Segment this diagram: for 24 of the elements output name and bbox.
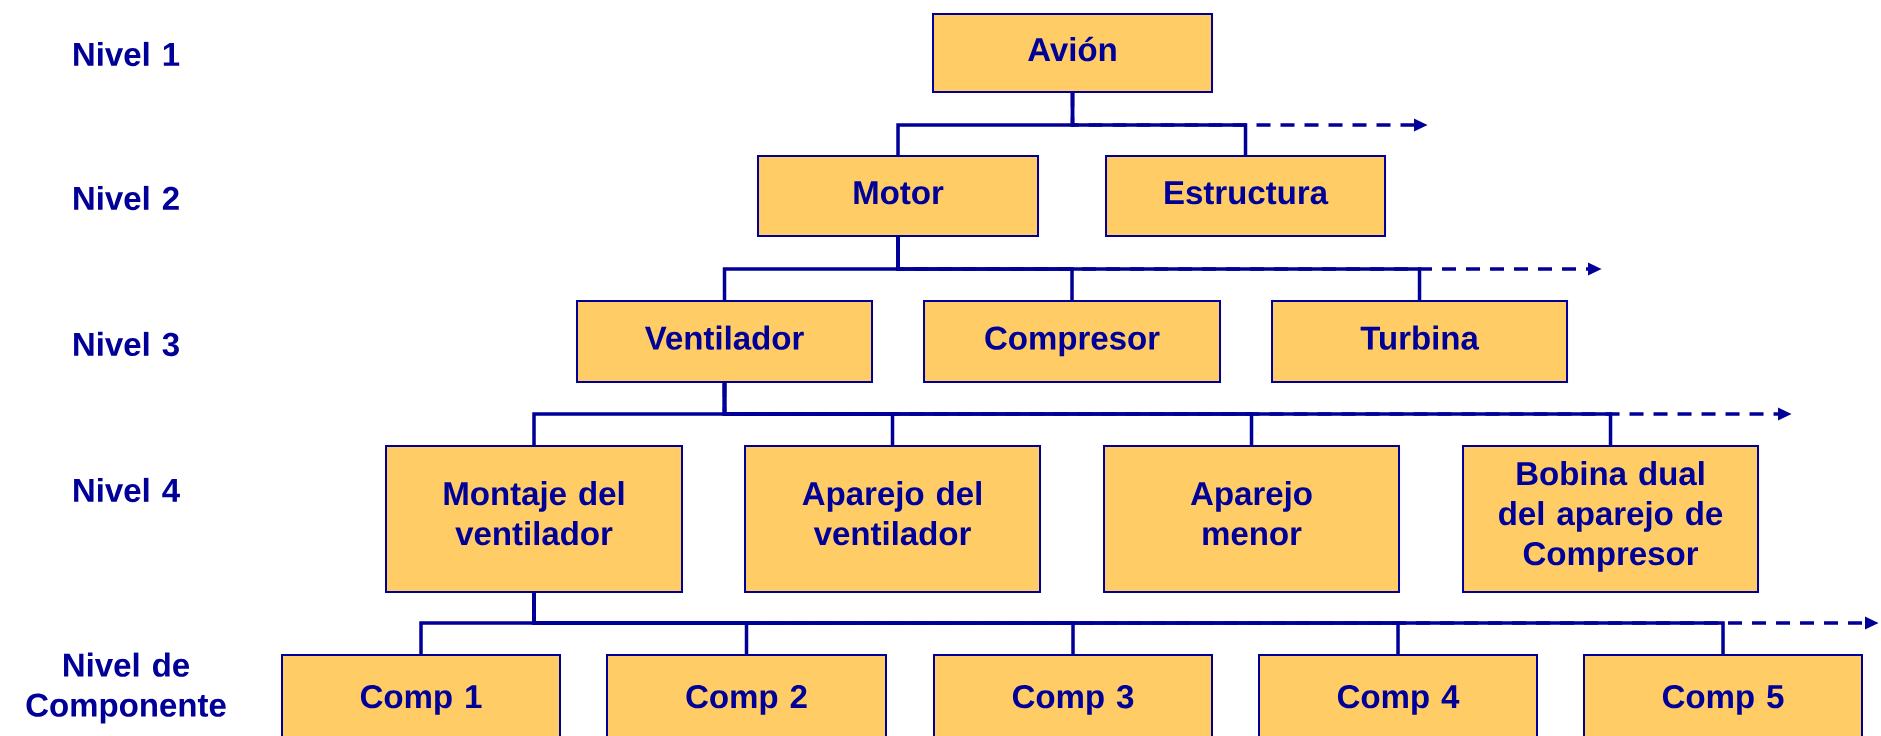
process-box: Estructura <box>1105 155 1386 237</box>
process-box: Avión <box>932 13 1213 93</box>
level-label: Nivel 2 <box>74 185 179 211</box>
process-box: Aparejo del ventilador <box>744 445 1041 593</box>
level-label: Nivel 3 <box>74 331 179 357</box>
process-box: Comp 1 <box>281 654 561 736</box>
process-box: Bobina dual del aparejo de Compresor <box>1462 445 1759 593</box>
process-box: Montaje del ventilador <box>385 445 683 593</box>
process-box: Ventilador <box>576 300 873 383</box>
process-box: Motor <box>757 155 1039 237</box>
process-box: Comp 2 <box>606 654 887 736</box>
process-box: Aparejo menor <box>1103 445 1400 593</box>
level-label: Nivel de Componente <box>26 652 226 724</box>
process-box: Comp 4 <box>1258 654 1538 736</box>
connector-line <box>722 383 1613 445</box>
connector-line <box>532 593 1725 654</box>
level-label: Nivel 4 <box>74 477 180 503</box>
process-box: Comp 5 <box>1583 654 1863 736</box>
process-box: Turbina <box>1271 300 1568 383</box>
connector-line <box>896 237 1422 300</box>
process-box: Compresor <box>923 300 1221 383</box>
process-box: Comp 3 <box>933 654 1213 736</box>
connector-line <box>1070 93 1248 155</box>
level-label: Nivel 1 <box>74 41 180 67</box>
